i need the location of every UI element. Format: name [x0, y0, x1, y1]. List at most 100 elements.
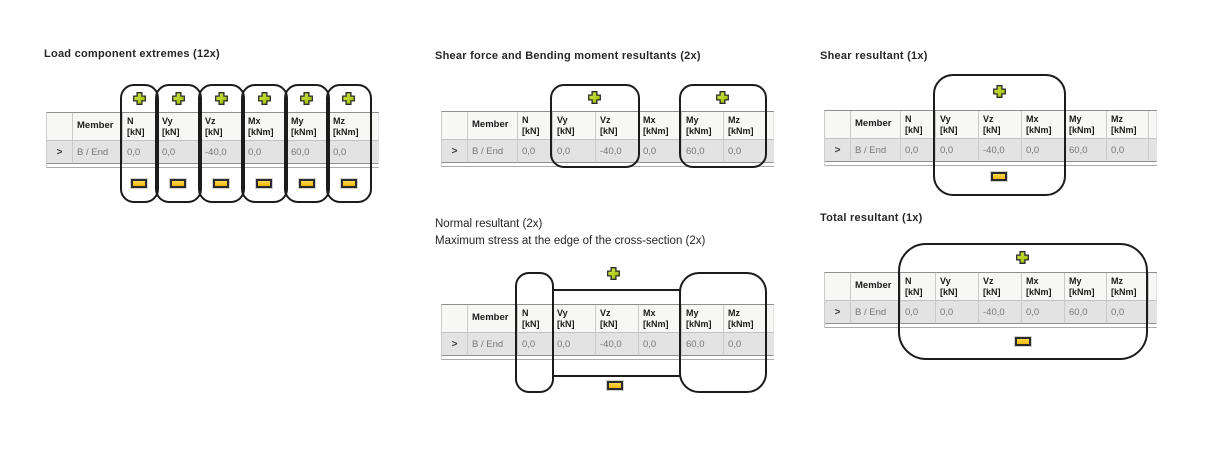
column-header-mx: Mx[kNm] [639, 112, 682, 140]
value-cell-vy[interactable]: 0,0 [553, 333, 596, 356]
member-header-cell: Member [468, 305, 518, 333]
value-cell-mx[interactable]: 0,0 [639, 333, 682, 356]
table-bottom-edge [825, 162, 1157, 166]
table-row[interactable]: > B / End 0,0 0,0 -40,0 0,0 60,0 0,0 [47, 141, 379, 164]
column-header-mz: Mz[kNm] [329, 113, 371, 141]
panel-shear-bending: Shear force and Bending moment resultant… [435, 50, 780, 180]
panel-title: Load component extremes (12x) [44, 48, 220, 60]
column-header-vy: Vy[kN] [936, 273, 979, 301]
plus-icon [588, 91, 601, 104]
minus-icon [991, 172, 1007, 181]
lasso-vy-column [155, 84, 202, 203]
value-cell-vz[interactable]: -40,0 [979, 139, 1022, 162]
value-cell-vy[interactable]: 0,0 [936, 301, 979, 324]
plus-icon [172, 92, 185, 105]
plus-icon [1016, 251, 1029, 264]
row-selector-icon[interactable]: > [442, 140, 468, 163]
table-row[interactable]: > B / End 0,0 0,0 -40,0 0,0 60,0 0,0 [442, 333, 774, 356]
minus-icon [299, 179, 315, 188]
table-right-sliver [1149, 111, 1157, 139]
panel-total-resultant: Total resultant (1x) Member N[kN] Vy[kN]… [820, 212, 1165, 372]
value-cell-mz[interactable]: 0,0 [1107, 139, 1149, 162]
column-header-vz: Vz[kN] [979, 273, 1022, 301]
table-right-sliver [1149, 301, 1157, 324]
plus-icon [716, 91, 729, 104]
row-selector-icon[interactable]: > [47, 141, 73, 164]
plus-icon [300, 92, 313, 105]
panel-title: Shear resultant (1x) [820, 50, 928, 62]
value-cell-mz[interactable]: 0,0 [1107, 301, 1149, 324]
value-cell-vz[interactable]: -40,0 [596, 333, 639, 356]
table-row[interactable]: > B / End 0,0 0,0 -40,0 0,0 60,0 0,0 [825, 301, 1157, 324]
value-cell-my[interactable]: 60,0 [1065, 139, 1107, 162]
column-header-mx: Mx[kNm] [639, 305, 682, 333]
table-header-row: Member N[kN] Vy[kN] Vz[kN] Mx[kNm] My[kN… [825, 111, 1157, 139]
row-selector-header-cell [47, 113, 73, 141]
table-right-sliver [766, 140, 774, 163]
column-header-mz: Mz[kNm] [1107, 111, 1149, 139]
plus-icon [342, 92, 355, 105]
results-table: Member N[kN] Vy[kN] Vz[kN] Mx[kNm] My[kN… [46, 112, 379, 168]
value-cell-my[interactable]: 60,0 [682, 333, 724, 356]
row-selector-icon[interactable]: > [825, 139, 851, 162]
value-cell-mx[interactable]: 0,0 [1022, 301, 1065, 324]
table-bottom-edge [442, 356, 774, 360]
member-cell[interactable]: B / End [73, 141, 123, 164]
lasso-mz-column [326, 84, 372, 203]
value-cell-n[interactable]: 0,0 [518, 140, 553, 163]
column-header-vz: Vz[kN] [979, 111, 1022, 139]
column-header-mz: Mz[kNm] [724, 112, 766, 140]
minus-icon [256, 179, 272, 188]
member-cell[interactable]: B / End [851, 139, 901, 162]
column-header-vy: Vy[kN] [553, 112, 596, 140]
column-header-n: N[kN] [901, 273, 936, 301]
plus-icon [258, 92, 271, 105]
row-selector-header-cell [825, 273, 851, 301]
plus-icon [133, 92, 146, 105]
row-selector-icon[interactable]: > [825, 301, 851, 324]
column-header-mz: Mz[kNm] [724, 305, 766, 333]
minus-icon [1015, 337, 1031, 346]
member-header-cell: Member [73, 113, 123, 141]
minus-icon [213, 179, 229, 188]
table-header-row: Member N[kN] Vy[kN] Vz[kN] Mx[kNm] My[kN… [47, 113, 379, 141]
lasso-my-mz-columns [679, 272, 767, 393]
panel-normal-max-stress: Normal resultant (2x) Maximum stress at … [435, 216, 780, 396]
column-header-vy: Vy[kN] [553, 305, 596, 333]
minus-icon [607, 381, 623, 390]
row-selector-icon[interactable]: > [442, 333, 468, 356]
value-cell-my[interactable]: 60,0 [1065, 301, 1107, 324]
member-cell[interactable]: B / End [468, 333, 518, 356]
column-header-n: N[kN] [518, 112, 553, 140]
value-cell-vz[interactable]: -40,0 [979, 301, 1022, 324]
table-right-sliver [1149, 139, 1157, 162]
results-table: Member N[kN] Vy[kN] Vz[kN] Mx[kNm] My[kN… [441, 111, 774, 167]
member-header-cell: Member [468, 112, 518, 140]
column-header-mx: Mx[kNm] [1022, 111, 1065, 139]
panel-title-line1: Normal resultant (2x) [435, 218, 543, 230]
panel-title: Total resultant (1x) [820, 212, 923, 224]
value-cell-vy[interactable]: 0,0 [936, 139, 979, 162]
row-selector-header-cell [442, 305, 468, 333]
column-header-n: N[kN] [518, 305, 553, 333]
lasso-all-value-columns [898, 243, 1148, 360]
member-header-cell: Member [851, 273, 901, 301]
value-cell-mx[interactable]: 0,0 [639, 140, 682, 163]
lasso-my-column [284, 84, 330, 203]
value-cell-n[interactable]: 0,0 [901, 301, 936, 324]
column-header-mx: Mx[kNm] [1022, 273, 1065, 301]
table-right-sliver [766, 112, 774, 140]
lasso-vy-vz-columns [550, 84, 640, 168]
column-header-n: N[kN] [901, 111, 936, 139]
minus-icon [131, 179, 147, 188]
results-table: Member N[kN] Vy[kN] Vz[kN] Mx[kNm] My[kN… [441, 304, 774, 360]
value-cell-n[interactable]: 0,0 [901, 139, 936, 162]
column-header-my: My[kNm] [682, 305, 724, 333]
table-header-row: Member N[kN] Vy[kN] Vz[kN] Mx[kNm] My[kN… [442, 305, 774, 333]
row-selector-header-cell [442, 112, 468, 140]
member-cell[interactable]: B / End [468, 140, 518, 163]
member-cell[interactable]: B / End [851, 301, 901, 324]
lasso-connector-top [552, 289, 681, 291]
column-header-my: My[kNm] [1065, 273, 1107, 301]
